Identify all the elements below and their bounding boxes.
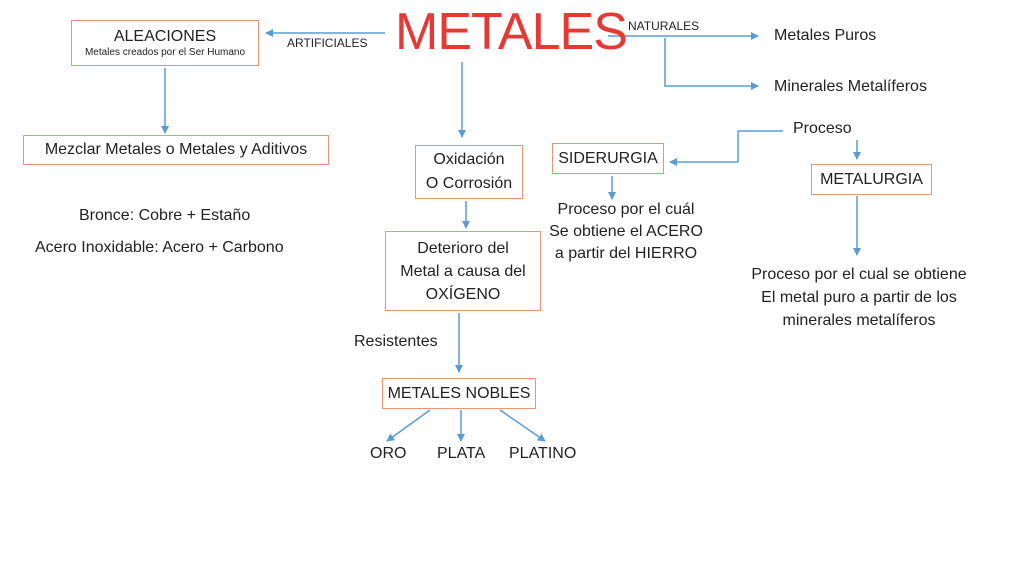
deterioro-line-1: Deterioro del <box>417 239 509 257</box>
minerales-metaliferos: Minerales Metalíferos <box>774 78 927 95</box>
siderurgia-desc-line-3: a partir del HIERRO <box>554 245 698 262</box>
arrow-to-oro <box>386 409 431 442</box>
noble-oro: ORO <box>370 445 407 462</box>
siderurgia-box: SIDERURGIA <box>552 143 664 174</box>
metalurgia-desc-line-3: minerales metalíferos <box>782 312 936 329</box>
aleaciones-title: ALEACIONES <box>113 28 217 45</box>
metales-puros: Metales Puros <box>774 27 877 44</box>
label-naturales: NATURALES <box>628 19 700 33</box>
arrow-to-siderurgia <box>669 130 783 166</box>
mezclar-label: Mezclar Metales o Metales y Aditivos <box>44 141 308 158</box>
metalurgia-description: Proceso por el cual se obtiene El metal … <box>732 263 986 332</box>
siderurgia-desc-line-2: Se obtiene el ACERO <box>549 223 703 240</box>
metales-nobles-box: METALES NOBLES <box>382 378 536 409</box>
deterioro-line-3: OXÍGENO <box>425 285 501 303</box>
metalurgia-label: METALURGIA <box>820 170 923 188</box>
siderurgia-desc-line-1: Proceso por el cuál <box>557 201 695 218</box>
aleaciones-box: ALEACIONES Metales creados por el Ser Hu… <box>71 20 259 66</box>
noble-platino: PLATINO <box>509 445 577 462</box>
siderurgia-description: Proceso por el cuál Se obtiene el ACERO … <box>540 199 712 265</box>
label-resistentes: Resistentes <box>354 333 438 350</box>
label-proceso: Proceso <box>793 120 852 137</box>
noble-plata: PLATA <box>437 445 486 462</box>
example-acero-inoxidable: Acero Inoxidable: Acero + Carbono <box>35 239 284 256</box>
oxidacion-line-2: O Corrosión <box>425 175 513 192</box>
metalurgia-desc-line-1: Proceso por el cual se obtiene <box>751 266 967 283</box>
aleaciones-subtitle: Metales creados por el Ser Humano <box>84 47 246 58</box>
example-bronce: Bronce: Cobre + Estaño <box>79 207 251 224</box>
oxidacion-line-1: Oxidación <box>433 151 505 168</box>
deterioro-line-2: Metal a causa del <box>400 262 526 280</box>
arrow-to-minerales <box>664 38 759 90</box>
mezclar-box: Mezclar Metales o Metales y Aditivos <box>23 135 329 165</box>
metalurgia-desc-line-2: El metal puro a partir de los <box>761 289 957 306</box>
metales-nobles-label: METALES NOBLES <box>387 384 531 402</box>
arrow-to-platino <box>499 409 546 442</box>
label-artificiales: ARTIFICIALES <box>287 36 368 50</box>
deterioro-box: Deterioro del Metal a causa del OXÍGENO <box>385 231 541 311</box>
oxidacion-box: Oxidación O Corrosión <box>415 145 523 199</box>
metalurgia-box: METALURGIA <box>811 164 932 195</box>
page-title: METALES <box>395 3 628 61</box>
siderurgia-label: SIDERURGIA <box>558 149 658 167</box>
